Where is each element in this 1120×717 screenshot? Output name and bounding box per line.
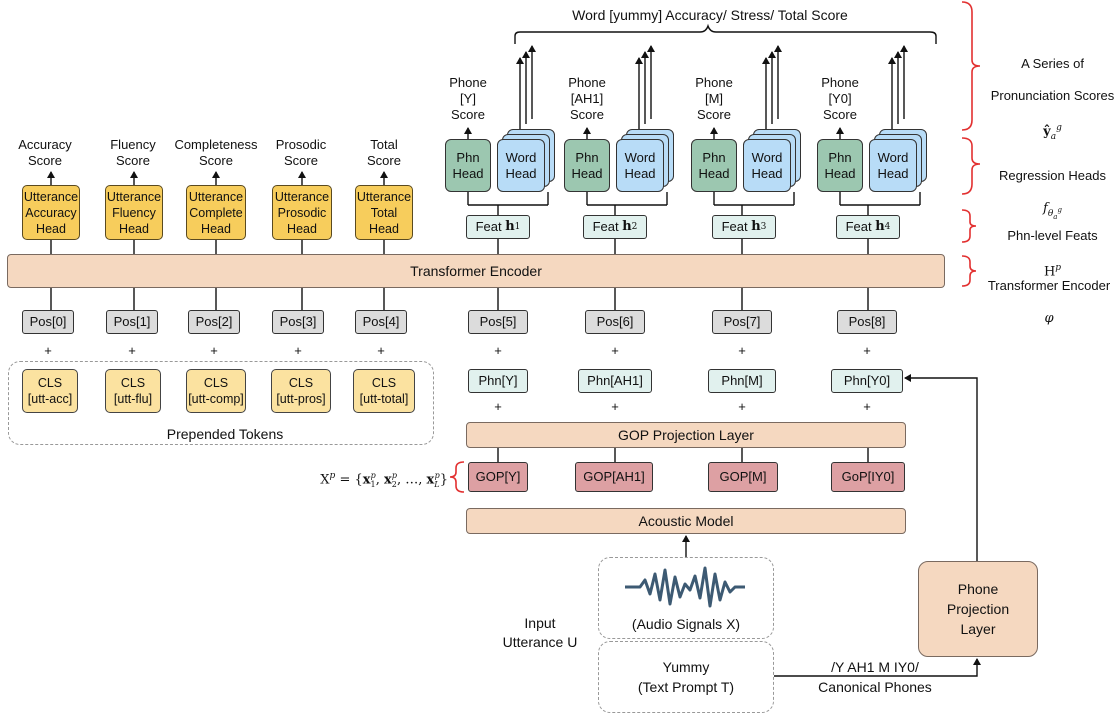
phn-head-y0: Phn Head bbox=[817, 139, 863, 192]
text-prompt-box bbox=[598, 641, 774, 713]
phn-head-m: Phn Head bbox=[691, 139, 737, 192]
plus-sign: + bbox=[611, 399, 619, 414]
pos-5: Pos[5] bbox=[468, 310, 528, 334]
feats-bracket bbox=[961, 209, 977, 243]
pos-4: Pos[4] bbox=[355, 310, 407, 334]
phone-proj-to-phn-arrow bbox=[904, 374, 978, 561]
utterance-complete-head: Utterance Complete Head bbox=[186, 185, 246, 240]
transformer-encoder-side-label: Transformer Encoder φ bbox=[987, 278, 1111, 326]
plus-sign: + bbox=[494, 399, 502, 414]
gop-feature-m: GOP[M] bbox=[708, 462, 778, 492]
phn-token-y0: Phn[Y0] bbox=[831, 369, 903, 393]
phone-score-ah1-label: Phone [AH1] Score bbox=[568, 75, 606, 122]
plus-sign: + bbox=[863, 343, 871, 358]
waveform-icon bbox=[625, 566, 745, 608]
transformer-bracket bbox=[961, 255, 977, 287]
cls-utt-pros: CLS [utt-pros] bbox=[271, 369, 331, 413]
acoustic-model: Acoustic Model bbox=[466, 508, 906, 534]
phn-token-y: Phn[Y] bbox=[468, 369, 528, 393]
cls-utt-flu: CLS [utt-flu] bbox=[105, 369, 161, 413]
utterance-prosodic-head: Utterance Prosodic Head bbox=[272, 185, 332, 240]
completeness-score-label: Completeness Score bbox=[174, 137, 258, 168]
input-utterance-label: Input Utterance U bbox=[502, 615, 578, 650]
phone-score-y0-label: Phone [Y0] Score bbox=[821, 75, 859, 122]
word-head-m: Word Head bbox=[743, 139, 791, 192]
phn-token-ah1: Phn[AH1] bbox=[578, 369, 652, 393]
utterance-total-head: Utterance Total Head bbox=[355, 185, 413, 240]
cls-utt-total: CLS [utt-total] bbox=[353, 369, 415, 413]
plus-sign: + bbox=[863, 399, 871, 414]
word-score-label: Word [yummy] Accuracy/ Stress/ Total Sco… bbox=[572, 7, 848, 23]
prosodic-score-label: Prosodic Score bbox=[275, 137, 327, 168]
canonical-phones-label: /Y AH1 M IY0/ Canonical Phones bbox=[818, 659, 932, 695]
utterance-fluency-head: Utterance Fluency Head bbox=[105, 185, 163, 240]
gop-feature-ah1: GOP[AH1] bbox=[575, 462, 653, 492]
phone-score-y-label: Phone [Y] Score bbox=[449, 75, 487, 122]
pos-0: Pos[0] bbox=[22, 310, 74, 334]
plus-sign: + bbox=[738, 399, 746, 414]
score-series-label: A Series of Pronunciation Scores ŷag bbox=[990, 56, 1115, 142]
gop-projection-layer: GOP Projection Layer bbox=[466, 422, 906, 448]
regression-bracket bbox=[961, 137, 981, 195]
phn-token-m: Phn[M] bbox=[708, 369, 776, 393]
cls-utt-acc: CLS [utt-acc] bbox=[22, 369, 78, 413]
plus-sign: + bbox=[44, 343, 52, 358]
phone-score-m-label: Phone [M] Score bbox=[695, 75, 733, 122]
phone-projection-layer: Phone Projection Layer bbox=[918, 561, 1038, 657]
pos-2: Pos[2] bbox=[188, 310, 240, 334]
word-head-y: Word Head bbox=[497, 139, 545, 192]
accuracy-score-label: Accuracy Score bbox=[18, 137, 72, 168]
text-to-phone-proj-arrow bbox=[774, 658, 981, 677]
phn-head-ah1: Phn Head bbox=[564, 139, 610, 192]
gop-feature-set-equation: Xp = {x1p, x2p, …, xLp} bbox=[320, 471, 448, 489]
plus-sign: + bbox=[494, 343, 502, 358]
xp-bracket bbox=[449, 461, 465, 493]
pos-6: Pos[6] bbox=[585, 310, 645, 334]
pos-8: Pos[8] bbox=[837, 310, 897, 334]
plus-sign: + bbox=[377, 343, 385, 358]
total-score-label: Total Score bbox=[367, 137, 401, 168]
fluency-score-label: Fluency Score bbox=[110, 137, 156, 168]
plus-sign: + bbox=[294, 343, 302, 358]
pos-3: Pos[3] bbox=[272, 310, 324, 334]
audio-input-box bbox=[598, 557, 774, 639]
word-score-brace bbox=[514, 23, 937, 44]
plus-sign: + bbox=[738, 343, 746, 358]
scores-bracket bbox=[961, 1, 981, 131]
word-head-ah1: Word Head bbox=[616, 139, 664, 192]
gop-feature-y: GOP[Y] bbox=[468, 462, 528, 492]
word-head-y0: Word Head bbox=[869, 139, 917, 192]
pos-7: Pos[7] bbox=[712, 310, 772, 334]
phn-head-y: Phn Head bbox=[445, 139, 491, 192]
regression-heads-label: Regression Heads fθag bbox=[999, 168, 1106, 221]
plus-sign: + bbox=[210, 343, 218, 358]
transformer-encoder: Transformer Encoder bbox=[7, 254, 945, 288]
plus-sign: + bbox=[128, 343, 136, 358]
pos-1: Pos[1] bbox=[106, 310, 158, 334]
phn-level-feats-label: Phn-level Feats Hp bbox=[1007, 228, 1098, 280]
cls-utt-comp: CLS [utt-comp] bbox=[186, 369, 246, 413]
prepended-tokens-label: Prepended Tokens bbox=[166, 426, 284, 442]
text-prompt-label: Yummy (Text Prompt T) bbox=[637, 659, 735, 695]
plus-sign: + bbox=[611, 343, 619, 358]
gop-feature-iy0: GoP[IY0] bbox=[831, 462, 905, 492]
prepended-tokens-group bbox=[8, 361, 434, 445]
utterance-accuracy-head: Utterance Accuracy Head bbox=[22, 185, 80, 240]
audio-signals-label: (Audio Signals X) bbox=[631, 616, 741, 632]
